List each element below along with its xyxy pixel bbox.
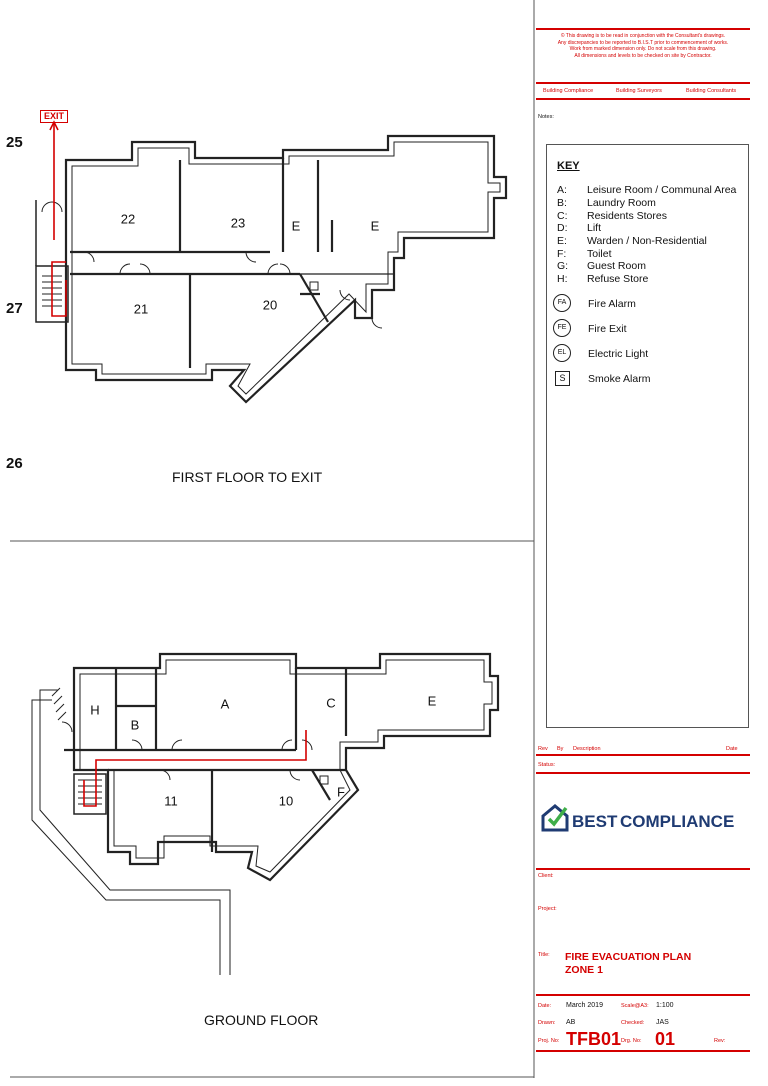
edge-label: 26: [6, 455, 23, 472]
proj-no-value: TFB01: [566, 1029, 622, 1049]
drg-no-label: Drg. No:: [621, 1038, 642, 1044]
header-item: Building Surveyors: [616, 88, 662, 94]
key-item: G:Guest Room: [557, 260, 646, 272]
room-label: 23: [230, 215, 246, 231]
notice-line: © This drawing is to be read in conjunct…: [560, 33, 726, 39]
room-label: B: [130, 717, 140, 733]
ground-floor-title: GROUND FLOOR: [204, 1012, 319, 1028]
ground-floor-plan: [31, 652, 500, 975]
drawing-title: FIRE EVACUATION PLAN ZONE 1: [565, 951, 691, 977]
key-title: KEY: [557, 160, 580, 172]
first-floor-exit-route: [51, 124, 67, 317]
floor-plans: [10, 0, 535, 1078]
smoke-alarm-icon: S: [555, 371, 570, 386]
checked-label: Checked:: [621, 1020, 645, 1026]
key-item: B:Laundry Room: [557, 197, 656, 209]
rev-label: Rev:: [714, 1038, 726, 1044]
fire-alarm-icon: FA: [553, 294, 571, 312]
edge-label: 25: [6, 134, 23, 151]
key-item: C:Residents Stores: [557, 210, 667, 222]
status-label: Status:: [538, 762, 556, 768]
drg-no-value: 01: [655, 1029, 676, 1049]
key-item: F:Toilet: [557, 248, 612, 260]
scale-value: 1:100: [656, 1002, 674, 1009]
drawn-value: AB: [566, 1019, 576, 1026]
room-label: F: [337, 784, 345, 800]
key-item: E:Warden / Non-Residential: [557, 235, 707, 247]
rev-header: Rev: [538, 746, 548, 752]
project-label: Project:: [538, 906, 557, 912]
header-item: Building Consultants: [686, 88, 737, 94]
room-label: 21: [133, 301, 149, 317]
first-floor-outer-wall: [64, 134, 508, 404]
room-label: A: [220, 696, 230, 712]
logo-word-compliance: COMPLIANCE: [620, 812, 735, 831]
room-label: H: [90, 702, 100, 718]
rev-header: By: [557, 746, 564, 752]
checked-value: JAS: [656, 1019, 669, 1026]
electric-light-icon: EL: [553, 344, 571, 362]
room-label: E: [370, 218, 380, 234]
proj-no-label: Proj. No:: [538, 1038, 560, 1044]
header-item: Building Compliance: [543, 88, 594, 94]
edge-label: 27: [6, 300, 23, 317]
rev-header: Description: [573, 746, 601, 752]
ground-floor-inner-wall: [79, 659, 493, 873]
room-label: C: [326, 695, 336, 711]
room-label: E: [427, 693, 437, 709]
rev-header: Date: [726, 746, 738, 752]
house-check-icon: [541, 804, 569, 832]
date-value: March 2019: [566, 1002, 603, 1009]
room-label: E: [291, 218, 301, 234]
client-label: Client:: [538, 873, 554, 879]
room-label: 22: [120, 211, 136, 227]
notice-line: Work from marked dimension only. Do not …: [569, 46, 717, 52]
key-item: A:Leisure Room / Communal Area: [557, 184, 737, 196]
title-line: ZONE 1: [565, 964, 603, 976]
first-floor-plan: [35, 134, 508, 404]
title-label: Title:: [538, 952, 550, 958]
key-item: D:Lift: [557, 222, 602, 234]
ground-floor-exit-route: [83, 730, 307, 807]
first-floor-inner-wall: [71, 141, 501, 395]
logo-word-best: BEST: [572, 812, 618, 831]
key-box: KEY A:Leisure Room / Communal Area B:Lau…: [546, 144, 749, 728]
exit-sign: EXIT: [40, 110, 68, 123]
notes-label: Notes:: [538, 114, 554, 120]
title-line: FIRE EVACUATION PLAN: [565, 951, 692, 963]
first-floor-title: FIRST FLOOR TO EXIT: [172, 469, 323, 485]
notice-line: All dimensions and levels to be checked …: [574, 52, 712, 59]
site-boundary: [39, 689, 231, 975]
drawn-label: Drawn:: [538, 1020, 556, 1026]
fire-exit-icon: FE: [553, 319, 571, 337]
lift-symbol: [309, 281, 319, 291]
key-item: H:Refuse Store: [557, 273, 649, 285]
company-logo: BEST COMPLIANCE: [540, 801, 750, 835]
room-label: 11: [164, 793, 178, 809]
ground-floor-stairs: [73, 773, 107, 815]
ground-floor-outer-wall: [72, 652, 500, 882]
ground-lift-symbol: [319, 775, 329, 785]
room-label: 10: [278, 793, 294, 809]
room-label: 20: [262, 297, 278, 313]
scale-label: Scale@A3:: [621, 1003, 649, 1009]
date-label: Date:: [538, 1003, 552, 1009]
notice-line: Any discrepancies to be reported to B.I.…: [557, 39, 729, 46]
